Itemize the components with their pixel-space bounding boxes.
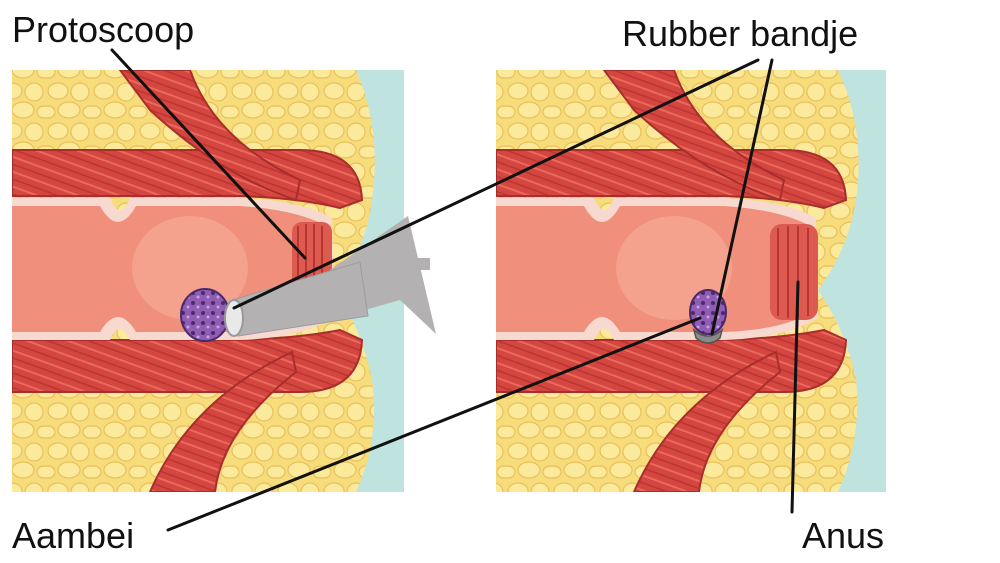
leader-rubber-band-to-band <box>710 58 774 336</box>
leader-rubber-band-to-protoscope <box>232 58 760 310</box>
hemorrhoid-label: Aambei <box>12 515 135 556</box>
right-panel-after <box>496 70 886 492</box>
lower-sphincter-right <box>632 350 782 492</box>
leader-lines <box>110 48 800 532</box>
hemorrhoid-left <box>180 288 230 342</box>
anal-canal-right <box>770 224 818 320</box>
upper-sphincter-left <box>118 70 302 202</box>
leader-hemorrhoid <box>166 316 702 532</box>
upper-sphincter-right <box>602 70 786 202</box>
anus-label: Anus <box>802 515 885 556</box>
leader-anus <box>790 280 800 514</box>
lower-sphincter-left <box>148 350 298 492</box>
protoscope-instrument <box>224 216 436 337</box>
protoscope-label: Protoscoop <box>12 9 195 50</box>
skin-area-right <box>818 70 886 492</box>
protoscope-tip <box>224 299 244 337</box>
upper-muscle-left <box>12 149 364 210</box>
hemorrhoid-right <box>689 289 727 335</box>
rubber-band-right <box>692 327 724 344</box>
rubber-band-label: Rubber bandje <box>622 13 859 54</box>
protoscope-grip <box>414 258 430 270</box>
leader-protoscope <box>110 48 307 260</box>
